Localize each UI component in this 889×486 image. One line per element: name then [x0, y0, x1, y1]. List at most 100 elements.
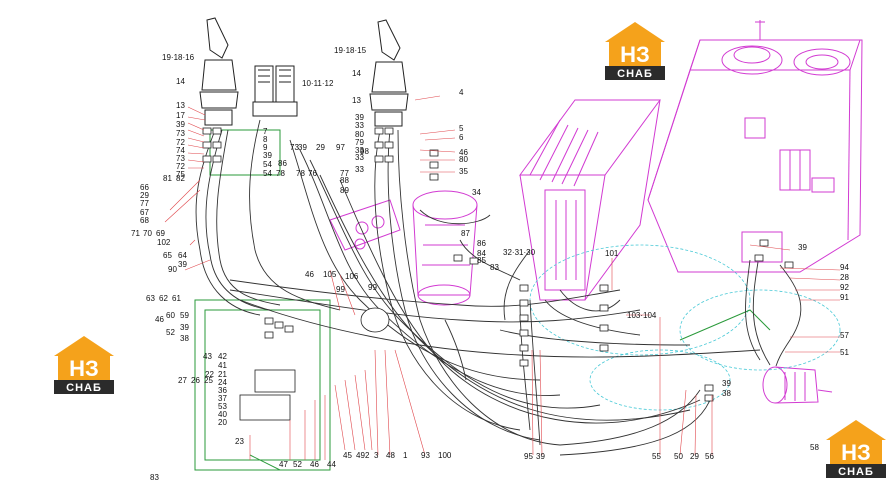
part-number-label: 71 — [131, 229, 140, 238]
part-number-label: 73 — [176, 129, 185, 138]
part-number-label: 98 — [360, 147, 369, 156]
brand-logo-left: НЗ СНАБ — [54, 336, 114, 394]
part-number-label: 76 — [308, 169, 317, 178]
part-number-label: 13 — [352, 96, 361, 105]
part-number-label: 1 — [403, 451, 408, 460]
part-number-label: 54 — [263, 160, 272, 169]
part-number-label: 75 — [176, 170, 185, 179]
part-number-label: 34 — [472, 188, 481, 197]
part-number-label: 39 — [355, 113, 364, 122]
part-number-label: 51 — [840, 348, 849, 357]
brand-logo-bottom: НЗ СНАБ — [826, 420, 886, 478]
part-number-label: 33 — [355, 165, 364, 174]
part-number-label: 72 — [176, 138, 185, 147]
part-number-label: 8 — [263, 135, 268, 144]
part-number-label: 24 — [218, 378, 227, 387]
part-number-label: 39 — [176, 120, 185, 129]
logo-mark: НЗ — [69, 356, 99, 381]
part-number-label: 46 — [305, 270, 314, 279]
part-number-label: 50 — [674, 452, 683, 461]
part-number-label: 70 — [143, 229, 152, 238]
part-number-label: 89 — [340, 186, 349, 195]
part-number-label: 38 — [180, 334, 189, 343]
part-number-label: 91 — [840, 293, 849, 302]
part-number-label: 80 — [459, 155, 468, 164]
part-number-label: 52 — [293, 460, 302, 469]
part-number-label: 103·104 — [627, 311, 657, 320]
left-joystick — [199, 17, 239, 126]
part-number-label: 54 — [263, 169, 272, 178]
brand-logo-top: НЗ СНАБ — [605, 22, 665, 80]
part-number-label: 46 — [459, 148, 468, 157]
swing-motor — [329, 190, 478, 306]
part-number-label: 48 — [386, 451, 395, 460]
part-number-label: 83 — [490, 263, 499, 272]
part-number-label: 106 — [345, 272, 359, 281]
part-number-label: 88 — [340, 176, 349, 185]
part-number-label: 57 — [840, 331, 849, 340]
part-number-label: 86 — [477, 239, 486, 248]
part-number-label: 14 — [176, 77, 185, 86]
part-number-label: 85 — [477, 256, 486, 265]
part-number-label: 32·31·30 — [503, 248, 536, 257]
part-number-label: 29 — [316, 143, 325, 152]
part-number-label: 49 — [356, 451, 365, 460]
logo-word: СНАБ — [838, 466, 874, 478]
part-number-label: 72 — [176, 162, 185, 171]
part-number-label: 52 — [166, 328, 175, 337]
part-number-label: 35 — [459, 167, 468, 176]
part-number-label: 64 — [178, 251, 187, 260]
part-number-label: 33 — [355, 153, 364, 162]
part-number-label: 19·18·15 — [334, 46, 367, 55]
part-number-label: 46 — [155, 315, 164, 324]
part-number-label: 3 — [374, 451, 379, 460]
part-number-label: 69 — [156, 229, 165, 238]
part-number-label: 44 — [327, 460, 336, 469]
part-number-label: 10·11·12 — [302, 79, 334, 88]
part-number-label: 36 — [218, 386, 227, 395]
part-number-label: 58 — [810, 443, 819, 452]
part-number-label: 74 — [176, 146, 185, 155]
part-number-label: 56 — [705, 452, 714, 461]
part-number-label: 101 — [605, 249, 619, 258]
part-number-label: 79 — [355, 138, 364, 147]
leader-lines — [164, 95, 841, 460]
right-joystick — [369, 19, 409, 127]
part-number-label: 105 — [323, 270, 337, 279]
part-number-label: 92 — [840, 283, 849, 292]
part-number-label: 99 — [368, 283, 377, 292]
control-valve-block — [519, 99, 661, 301]
part-number-label: 77 — [340, 169, 349, 178]
part-number-label: 59 — [180, 311, 189, 320]
part-number-label: 14 — [352, 69, 361, 78]
travel-pedals — [252, 65, 298, 117]
part-number-label: 43 — [203, 352, 212, 361]
logo-roof — [605, 22, 665, 42]
part-number-label: 45 — [343, 451, 352, 460]
part-number-label: 4 — [459, 88, 464, 97]
logo-word: СНАБ — [66, 382, 102, 394]
part-number-label: 78 — [296, 169, 305, 178]
part-number-label: 41 — [218, 361, 227, 370]
part-number-label: 40 — [218, 410, 227, 419]
part-number-label: 28 — [840, 273, 849, 282]
part-number-label: 102 — [157, 238, 171, 247]
part-number-label: 73 — [290, 143, 299, 152]
logo-mark: НЗ — [841, 440, 871, 465]
part-number-label: 94 — [840, 263, 849, 272]
part-number-label: 39 — [180, 323, 189, 332]
part-number-label: 39 — [798, 243, 807, 252]
part-number-label: 9 — [263, 143, 268, 152]
part-number-label: 33 — [355, 121, 364, 130]
hydraulic-tank — [647, 20, 863, 273]
part-number-label: 95 — [524, 452, 533, 461]
part-number-label: 97 — [336, 143, 345, 152]
part-number-label: 61 — [172, 294, 181, 303]
part-number-label: 93 — [421, 451, 430, 460]
hydraulic-pump — [762, 366, 833, 404]
part-number-label: 19·18·16 — [162, 53, 195, 62]
part-number-label: 82 — [176, 174, 185, 183]
